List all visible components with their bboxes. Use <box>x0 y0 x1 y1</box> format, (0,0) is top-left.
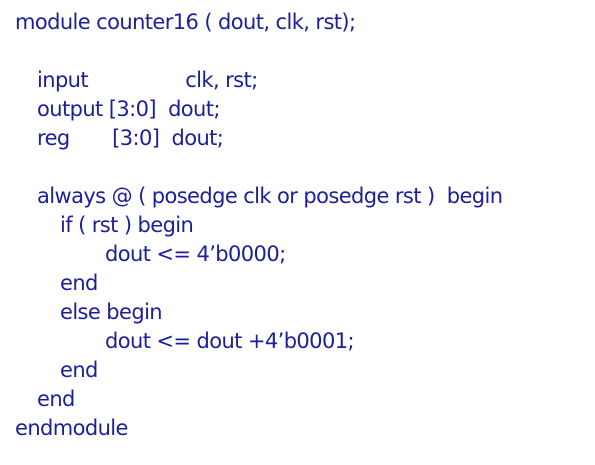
code-line-end-if: end <box>60 271 98 295</box>
code-line-input-declaration: input clk, rst; <box>37 68 258 92</box>
code-line-end-always: end <box>37 387 75 411</box>
code-line-if-reset: if ( rst ) begin <box>60 213 194 237</box>
code-line-else-begin: else begin <box>60 300 163 324</box>
code-line-reg-declaration: reg [3:0] dout; <box>37 126 224 150</box>
code-line-increment-assignment: dout <= dout +4’b0001; <box>105 329 355 353</box>
code-line-always-block: always @ ( posedge clk or posedge rst ) … <box>37 184 503 208</box>
code-line-endmodule: endmodule <box>15 416 128 440</box>
code-line-reset-assignment: dout <= 4’b0000; <box>105 242 286 266</box>
code-line-end-else: end <box>60 358 98 382</box>
code-line-module-declaration: module counter16 ( dout, clk, rst); <box>15 10 356 34</box>
code-line-output-declaration: output [3:0] dout; <box>37 97 220 121</box>
